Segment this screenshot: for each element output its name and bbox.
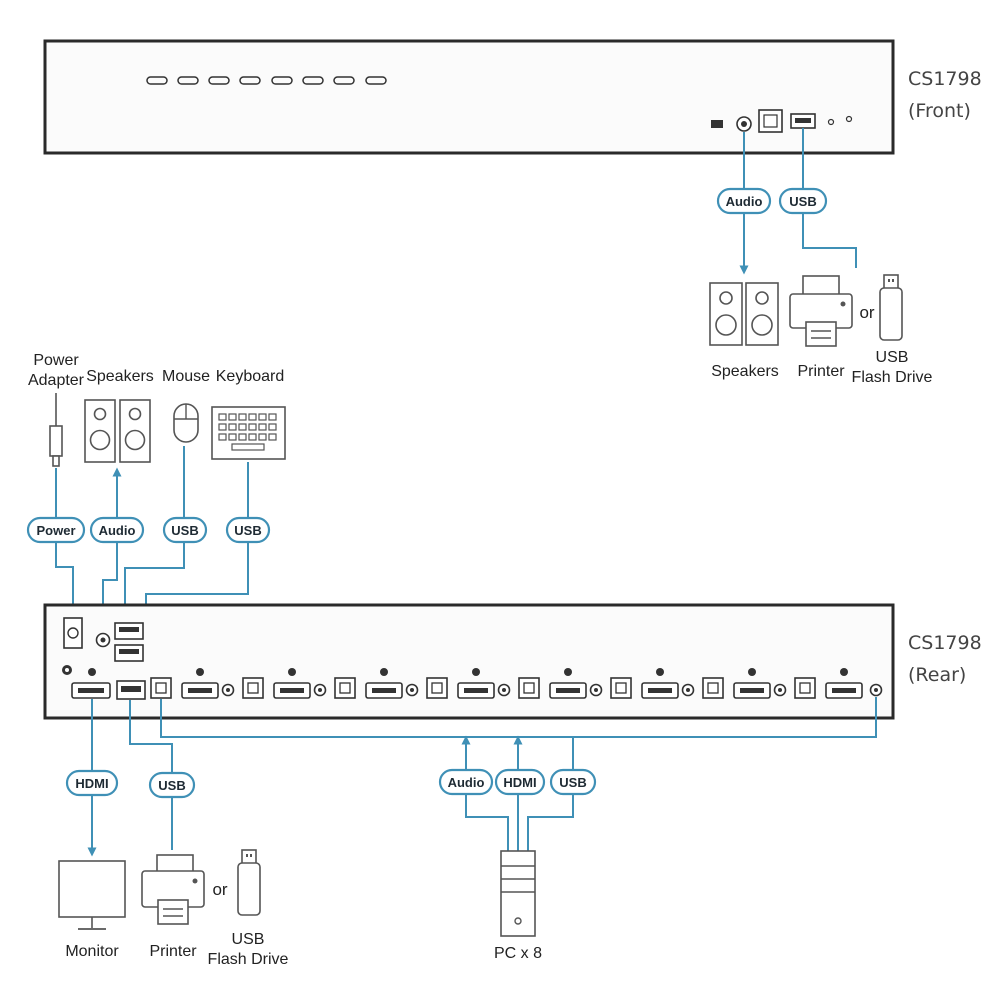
usb-b-port-icon <box>242 677 264 699</box>
rear-usb-tag: USB <box>148 771 196 799</box>
rear-speakers-label: Speakers <box>86 368 154 385</box>
usb-b-port-icon <box>610 677 632 699</box>
rear-flash-label-2: Flash Drive <box>208 951 289 968</box>
monitor-icon <box>58 860 126 930</box>
keyboard-usb-tag: USB <box>225 516 271 544</box>
svg-text:USB: USB <box>171 523 198 538</box>
front-usb-tag: USB <box>778 187 828 215</box>
mouse-usb-cable <box>124 446 185 620</box>
switch-icon <box>711 120 723 128</box>
front-unit: CS1798 (Front) <box>43 39 982 155</box>
pc-port-group-8 <box>794 668 883 699</box>
pc-usb-tag: USB <box>549 768 597 796</box>
svg-text:USB: USB <box>789 194 816 209</box>
front-chassis <box>43 39 895 155</box>
rear-audio-tag: Audio <box>89 516 145 544</box>
power-adapter-label-2: Adapter <box>28 372 85 389</box>
monitor-hdmi-tag: HDMI <box>65 769 119 797</box>
rear-flash-label-1: USB <box>232 931 265 948</box>
usb-a-port-stack <box>114 622 144 662</box>
power-adapter-icon <box>49 393 63 467</box>
usb-flash-drive-icon <box>879 274 903 341</box>
keyboard-icon <box>211 406 286 460</box>
front-model-label: CS1798 <box>908 68 982 90</box>
svg-text:USB: USB <box>234 523 261 538</box>
power-jack-icon <box>63 617 83 649</box>
monitor-label: Monitor <box>65 943 119 960</box>
rear-unit: CS1798 (Rear) <box>43 603 982 720</box>
front-audio-tag: Audio <box>716 187 772 215</box>
pc-port-group-1 <box>150 668 235 699</box>
rear-printer-label: Printer <box>149 943 197 960</box>
svg-text:USB: USB <box>559 775 586 790</box>
keyboard-label: Keyboard <box>216 368 285 385</box>
svg-text:USB: USB <box>158 778 185 793</box>
mouse-icon <box>173 403 199 443</box>
pc-tower-icon <box>500 850 536 937</box>
front-printer-label: Printer <box>797 363 845 380</box>
speakers-icon <box>709 282 779 346</box>
rear-model-label: CS1798 <box>908 632 982 654</box>
front-flash-label-1: USB <box>876 349 909 366</box>
speakers-icon <box>84 399 151 463</box>
pc-port-group-3 <box>334 668 419 699</box>
front-or-text: or <box>859 303 874 322</box>
printer-icon <box>141 854 205 925</box>
front-flash-label-2: Flash Drive <box>852 369 933 386</box>
svg-text:HDMI: HDMI <box>75 776 108 791</box>
rear-or-text: or <box>212 880 227 899</box>
pc-port-group-4 <box>426 668 511 699</box>
pc-port-group-7 <box>702 668 787 699</box>
svg-text:Audio: Audio <box>448 775 485 790</box>
rear-chassis <box>43 603 895 720</box>
usb-b-port-icon <box>794 677 816 699</box>
usb-flash-drive-icon <box>237 849 261 916</box>
mouse-label: Mouse <box>162 368 210 385</box>
printer-icon <box>789 275 853 347</box>
usb-b-port-icon <box>334 677 356 699</box>
rear-side-label: (Rear) <box>908 664 966 686</box>
usb-b-port-icon <box>150 677 172 699</box>
pc-audio-cable <box>461 735 509 852</box>
usb-b-port-icon <box>518 677 540 699</box>
pc-label: PC x 8 <box>494 945 542 962</box>
power-tag: Power <box>26 516 86 544</box>
pc-hdmi-tag: HDMI <box>494 768 546 796</box>
pc-port-group-2 <box>242 668 327 699</box>
svg-text:HDMI: HDMI <box>503 775 536 790</box>
front-led-row <box>146 76 387 85</box>
mouse-usb-tag: USB <box>162 516 208 544</box>
pc-audio-tag: Audio <box>438 768 494 796</box>
rj-port-icon <box>758 109 783 133</box>
pc-port-group-6 <box>610 668 695 699</box>
svg-text:Audio: Audio <box>726 194 763 209</box>
usb-b-port-icon <box>426 677 448 699</box>
svg-text:Audio: Audio <box>99 523 136 538</box>
usb-b-port-icon <box>702 677 724 699</box>
front-speakers-label: Speakers <box>711 363 779 380</box>
svg-text:Power: Power <box>36 523 75 538</box>
pc-port-group-5 <box>518 668 603 699</box>
front-side-label: (Front) <box>908 100 971 122</box>
power-adapter-label-1: Power <box>33 352 79 369</box>
